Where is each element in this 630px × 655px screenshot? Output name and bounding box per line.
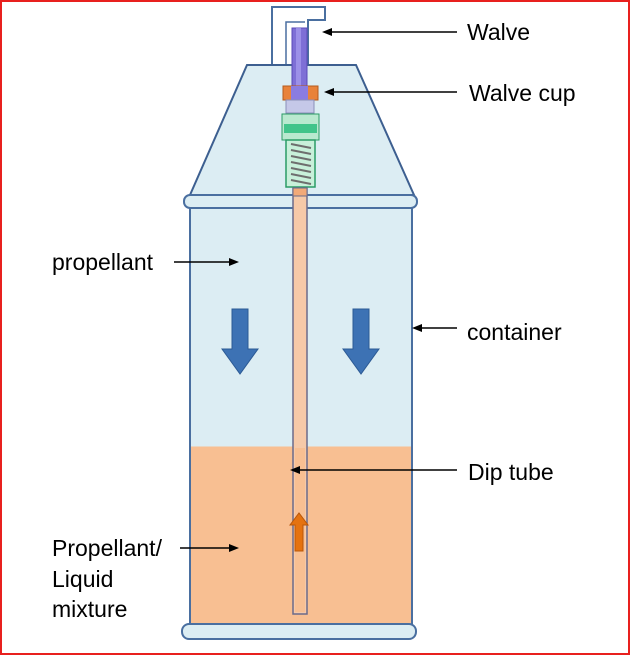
valve-spring (290, 143, 312, 185)
bottom-rim (181, 623, 417, 640)
mixture-label-line3: mixture (52, 596, 128, 622)
mixture-label-line1: Propellant/ (52, 535, 162, 561)
arrow-down-icon (221, 308, 259, 375)
valve-cup (282, 85, 319, 114)
propellant-label: propellant (52, 249, 154, 275)
arrow-up-icon (289, 512, 309, 552)
mixture-label-line2: Liquid (52, 566, 114, 592)
container-label: container (467, 319, 562, 345)
arrow-down-icon (342, 308, 380, 375)
valve-housing (271, 6, 326, 64)
leader-arrows (174, 28, 457, 552)
valve-label: Walve (467, 19, 531, 45)
valve-cup-label: Walve cup (469, 80, 576, 106)
dip-tube-label: Dip tube (468, 459, 554, 485)
